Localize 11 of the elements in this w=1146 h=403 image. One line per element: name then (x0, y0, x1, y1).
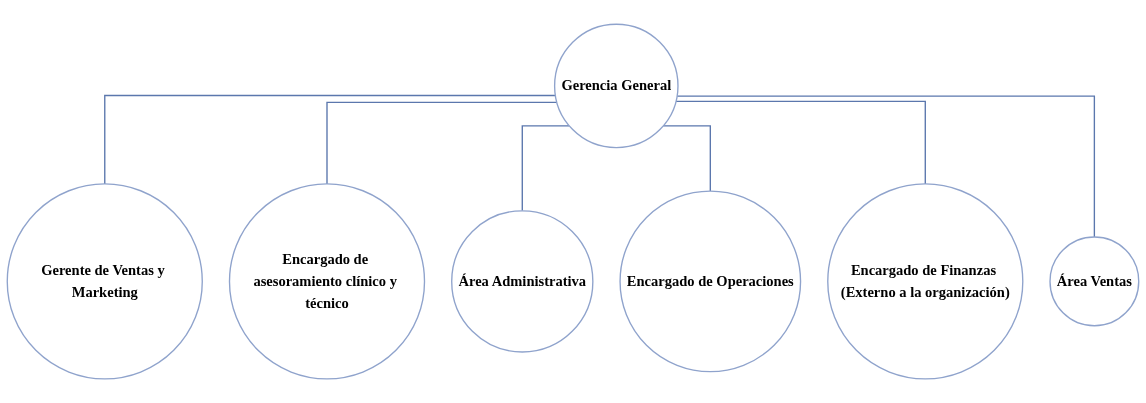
connector (675, 100, 926, 185)
node-circle: Encargado de asesoramiento clínico y técnico (228, 183, 426, 380)
node-circle: Encargado de Operaciones (619, 190, 802, 373)
node-circle: Área Administrativa (451, 210, 594, 353)
node-circle: Área Ventas (1049, 236, 1140, 327)
node-circle: Gerente de Ventas y Marketing (6, 183, 203, 380)
connector (104, 94, 557, 185)
node-circle: Encargado de Finanzas (Externo a la organización) (827, 183, 1024, 380)
connector (676, 95, 1096, 238)
connector (326, 101, 558, 185)
node-circle: Gerencia General (553, 23, 679, 149)
